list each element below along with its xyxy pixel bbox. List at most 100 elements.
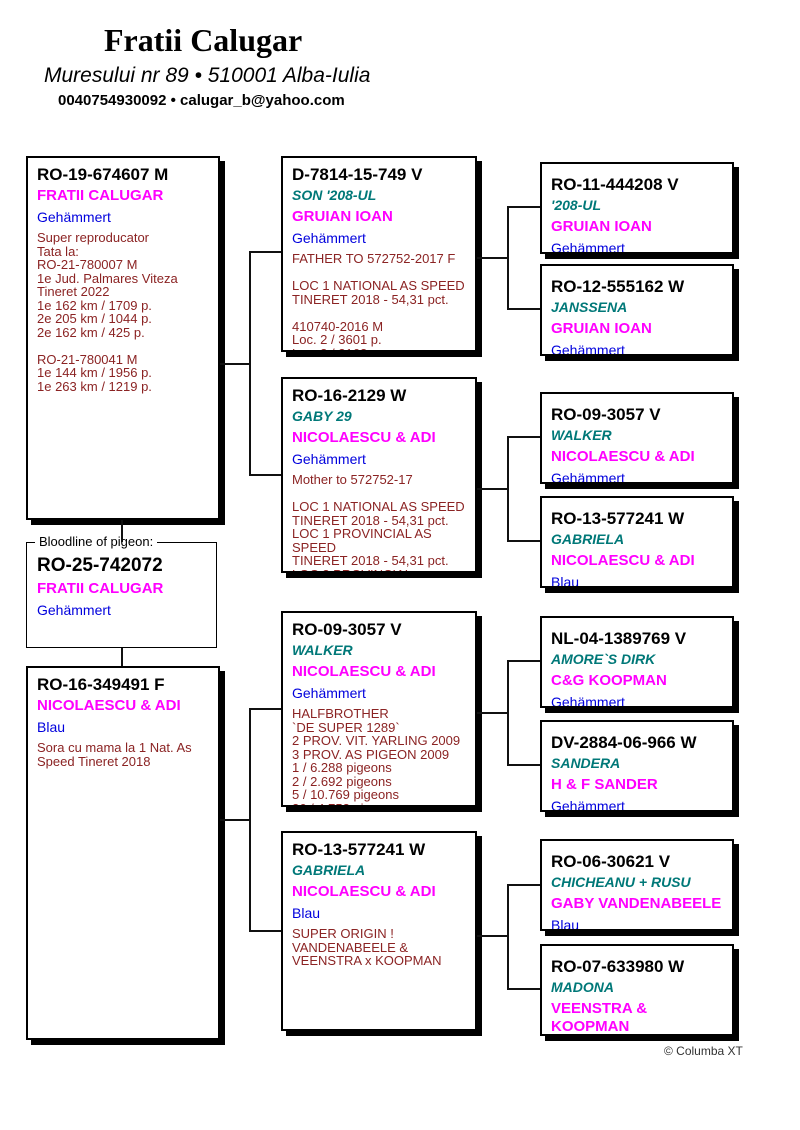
ring-number: RO-06-30621 V	[551, 852, 671, 871]
feather-color: Blau	[292, 905, 321, 921]
feather-color: Gehämmert	[551, 240, 625, 254]
breeder-name: H & F SANDER	[551, 776, 658, 793]
breeder-name: FRATII CALUGAR	[37, 187, 164, 204]
subject-label: Bloodline of pigeon:	[35, 534, 158, 549]
ring-number: RO-09-3057 V	[292, 620, 402, 639]
connector-line	[507, 206, 509, 310]
connector-line	[507, 988, 540, 990]
connector-line	[507, 206, 540, 208]
pigeon-name: GABY 29	[292, 408, 352, 424]
feather-color: Gehämmert	[551, 798, 625, 812]
connector-line	[507, 884, 509, 990]
pigeon-box-g3-3: RO-09-3057 V WALKER NICOLAESCU & ADI Geh…	[540, 392, 734, 484]
connector-line	[507, 436, 540, 438]
connector-line	[507, 436, 509, 542]
ring-number: D-7814-15-749 V	[292, 165, 423, 184]
breeder-name: GRUIAN IOAN	[551, 320, 652, 337]
ring-number: RO-13-577241 W	[551, 509, 685, 528]
feather-color: Gehämmert	[37, 602, 111, 618]
pigeon-name: JANSSENA	[551, 299, 628, 315]
pigeon-box-g3-4: RO-13-577241 W GABRIELA NICOLAESCU & ADI…	[540, 496, 734, 588]
pigeon-name: WALKER	[551, 427, 612, 443]
connector-line	[477, 488, 507, 490]
feather-color: Gehämmert	[551, 694, 625, 708]
breeder-name: NICOLAESCU & ADI	[292, 883, 436, 900]
pigeon-name: CHICHEANU + RUSU	[551, 874, 691, 890]
connector-line	[220, 363, 249, 365]
pigeon-name: MADONA	[551, 979, 614, 995]
pigeon-box-g3-8: RO-07-633980 W MADONA VEENSTRA & KOOPMAN…	[540, 944, 734, 1036]
connector-line	[249, 930, 281, 932]
feather-color: Blau	[37, 719, 66, 735]
pigeon-name: SON '208-UL	[292, 187, 377, 203]
pigeon-box-dam-dam: RO-13-577241 W GABRIELA NICOLAESCU & ADI…	[281, 831, 477, 1031]
ring-number: RO-09-3057 V	[551, 405, 661, 424]
ring-number: RO-19-674607 M	[37, 165, 169, 184]
performance-notes: SUPER ORIGIN ! VANDENABEELE & VEENSTRA x…	[292, 926, 442, 968]
breeder-name: NICOLAESCU & ADI	[551, 448, 695, 465]
connector-line	[507, 540, 540, 542]
feather-color: Gehämmert	[292, 685, 366, 701]
connector-line	[249, 474, 281, 476]
breeder-name: NICOLAESCU & ADI	[551, 552, 695, 569]
connector-line	[249, 251, 251, 476]
connector-line	[507, 884, 540, 886]
pigeon-box-g3-1: RO-11-444208 V '208-UL GRUIAN IOAN Gehäm…	[540, 162, 734, 254]
connector-line	[477, 257, 507, 259]
connector-line	[507, 764, 540, 766]
ring-number: RO-13-577241 W	[292, 840, 426, 859]
connector-line	[507, 660, 540, 662]
ring-number: RO-07-633980 W	[551, 957, 685, 976]
ring-number: RO-11-444208 V	[551, 175, 679, 194]
pigeon-box-g3-5: NL-04-1389769 V AMORE`S DIRK C&G KOOPMAN…	[540, 616, 734, 708]
pigeon-name: SANDERA	[551, 755, 621, 771]
pigeon-name: GABRIELA	[292, 862, 366, 878]
feather-color: Gehämmert	[37, 209, 111, 225]
loft-title: Fratii Calugar	[104, 22, 303, 58]
breeder-name: VEENSTRA & KOOPMAN	[551, 1000, 648, 1035]
pigeon-box-sire-sire: D-7814-15-749 V SON '208-UL GRUIAN IOAN …	[281, 156, 477, 352]
connector-line	[507, 308, 540, 310]
connector-line	[507, 660, 509, 766]
performance-notes: Sora cu mama la 1 Nat. As Speed Tineret …	[37, 740, 192, 769]
ring-number: DV-2884-06-966 W	[551, 733, 697, 752]
breeder-name: NICOLAESCU & ADI	[292, 429, 436, 446]
breeder-name: C&G KOOPMAN	[551, 672, 667, 689]
connector-line	[249, 251, 281, 253]
feather-color: Gehämmert	[292, 451, 366, 467]
ring-number: RO-12-555162 W	[551, 277, 685, 296]
breeder-name: NICOLAESCU & ADI	[292, 663, 436, 680]
feather-color: Gehämmert	[551, 470, 625, 484]
pigeon-box-dam-sire: RO-09-3057 V WALKER NICOLAESCU & ADI Geh…	[281, 611, 477, 807]
breeder-name: GRUIAN IOAN	[292, 208, 393, 225]
connector-line	[220, 819, 249, 821]
feather-color: Blau	[551, 574, 580, 588]
performance-notes: Mother to 572752-17 LOC 1 NATIONAL AS SP…	[292, 472, 465, 571]
ring-number: NL-04-1389769 V	[551, 629, 687, 648]
breeder-name: FRATII CALUGAR	[37, 580, 164, 597]
performance-notes: HALFBROTHER `DE SUPER 1289` 2 PROV. VIT.…	[292, 706, 461, 805]
feather-color: Gehämmert	[551, 342, 625, 356]
pigeon-name: AMORE`S DIRK	[551, 651, 656, 667]
connector-line	[477, 712, 507, 714]
pigeon-box-g3-7: RO-06-30621 V CHICHEANU + RUSU GABY VAND…	[540, 839, 734, 931]
loft-contact: 0040754930092 • calugar_b@yahoo.com	[58, 92, 345, 109]
breeder-name: GABY VANDENABEELE	[551, 895, 722, 912]
connector-line	[121, 520, 123, 542]
ring-number: RO-25-742072	[37, 555, 163, 576]
connector-line	[121, 648, 123, 666]
feather-color: Gehämmert	[292, 230, 366, 246]
breeder-name: NICOLAESCU & ADI	[37, 697, 181, 714]
ring-number: RO-16-2129 W	[292, 386, 407, 405]
performance-notes: FATHER TO 572752-2017 F LOC 1 NATIONAL A…	[292, 251, 465, 350]
connector-line	[249, 708, 281, 710]
copyright-text: © Columba XT	[664, 1044, 743, 1058]
pigeon-box-sire: RO-19-674607 M FRATII CALUGAR Gehämmert …	[26, 156, 220, 520]
pigeon-box-g3-6: DV-2884-06-966 W SANDERA H & F SANDER Ge…	[540, 720, 734, 812]
connector-line	[477, 935, 507, 937]
feather-color: Blau	[551, 917, 580, 931]
pigeon-box-sire-dam: RO-16-2129 W GABY 29 NICOLAESCU & ADI Ge…	[281, 377, 477, 573]
pigeon-name: '208-UL	[551, 197, 602, 213]
pigeon-box-g3-2: RO-12-555162 W JANSSENA GRUIAN IOAN Gehä…	[540, 264, 734, 356]
